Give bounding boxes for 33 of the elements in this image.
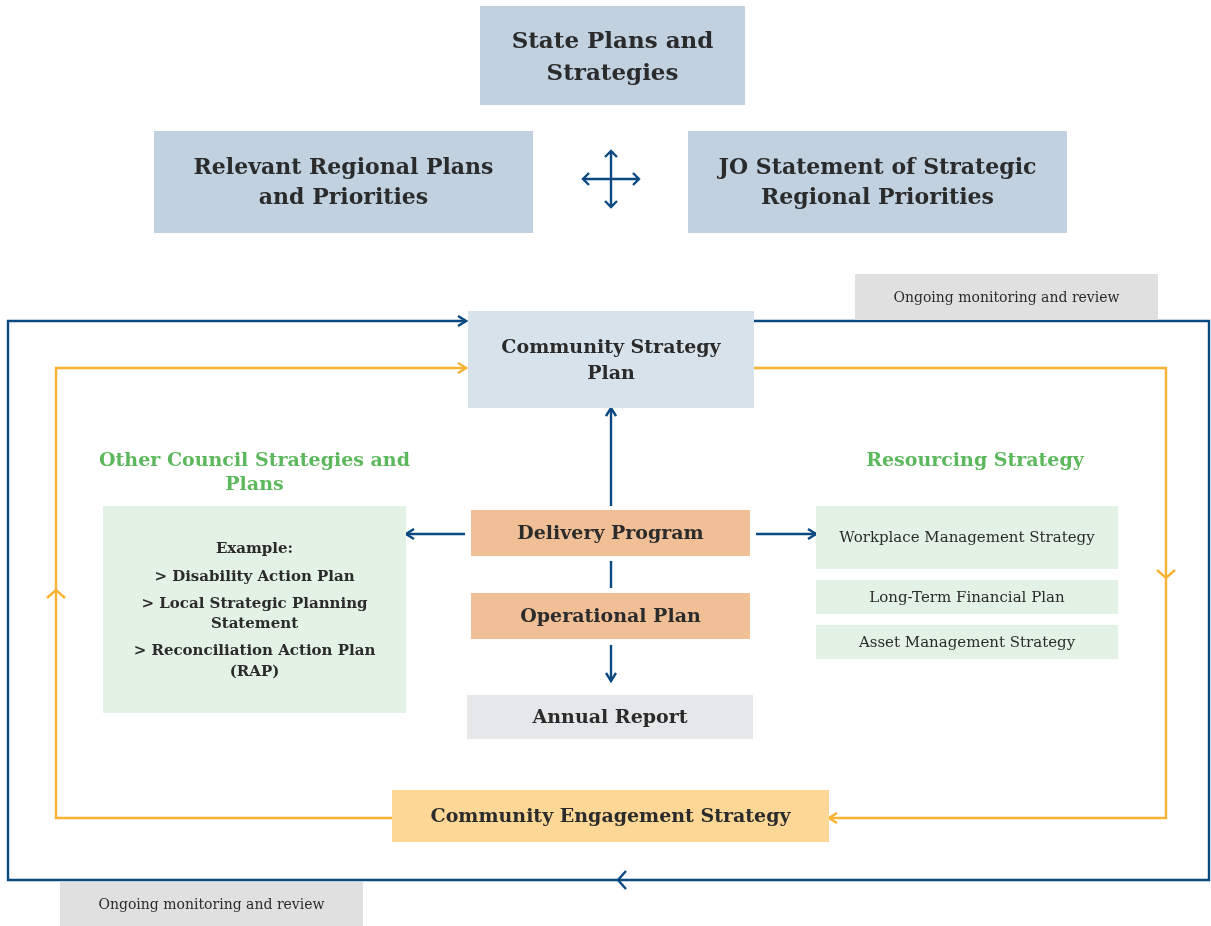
node-label: Relevant Regional Plans and Priorities — [192, 152, 495, 211]
title-box — [688, 131, 1067, 233]
node-label: Delivery Program — [517, 520, 704, 546]
strategies-box — [103, 506, 406, 713]
node-label: Operational Plan — [520, 603, 701, 629]
plan-box — [468, 311, 754, 408]
node-label: Community Strategy Plan — [500, 333, 722, 385]
list-item: > Disability Action Plan — [154, 565, 355, 586]
report-box — [467, 695, 753, 739]
node-label: State Plans and Strategies — [510, 25, 715, 87]
list-item: > Reconciliation Action Plan (RAP) — [132, 640, 377, 681]
title-box — [154, 131, 533, 233]
node-label: Workplace Management Strategy — [839, 527, 1095, 548]
plan-box — [816, 580, 1118, 614]
program-box — [471, 510, 750, 556]
strategy-box — [816, 506, 1118, 569]
note-box — [855, 274, 1158, 320]
node-label: Ongoing monitoring and review — [98, 894, 325, 914]
node-label: Long-Term Financial Plan — [869, 586, 1065, 608]
strategy-box — [816, 625, 1118, 659]
node-label: Annual Report — [532, 704, 688, 730]
section-heading: Other Council Strategies and Plans — [98, 447, 411, 495]
node-label: Ongoing monitoring and review — [893, 287, 1120, 307]
note-box — [60, 882, 363, 926]
list-item: > Local Strategic Planning Statement — [140, 592, 369, 634]
plan-box — [471, 593, 750, 639]
node-label: JO Statement of Strategic Regional Priorities — [716, 152, 1038, 211]
title-box — [480, 6, 745, 105]
node-label: Community Engagement Strategy — [430, 803, 791, 829]
example-heading: Example: — [215, 538, 294, 559]
section-heading: Resourcing Strategy — [865, 447, 1086, 471]
node-label: Asset Management Strategy — [858, 631, 1076, 653]
strategy-box — [392, 790, 829, 842]
